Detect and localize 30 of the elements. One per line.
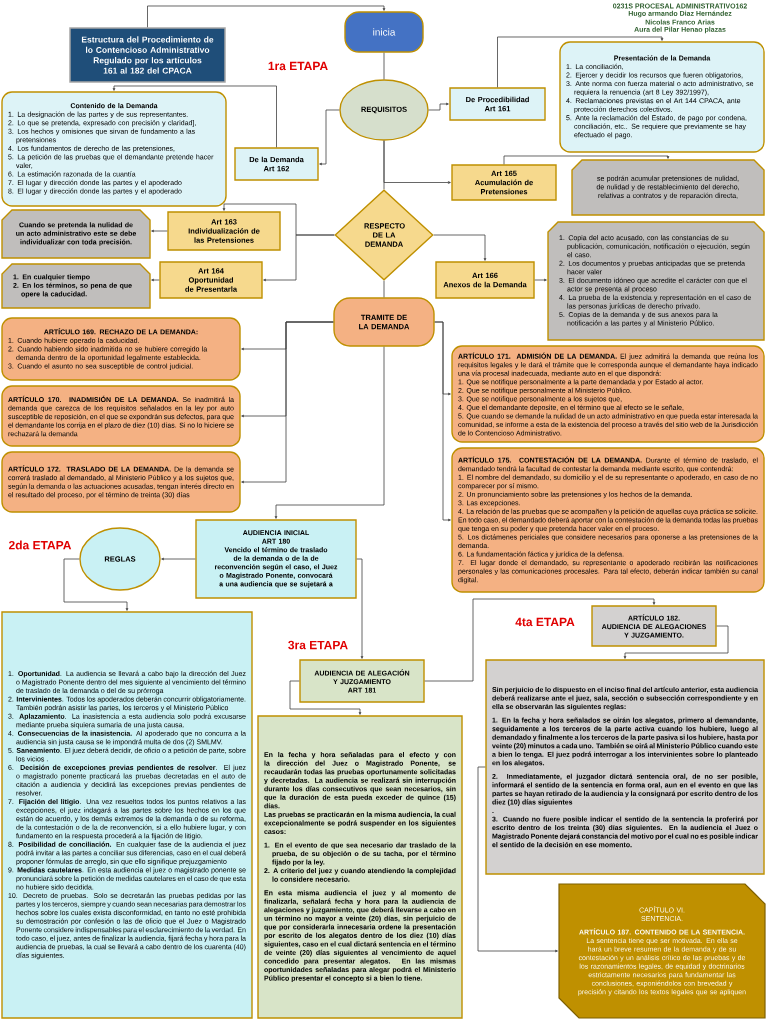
connector-line (383, 280, 385, 298)
arrow (503, 155, 670, 165)
arrow (161, 557, 196, 561)
stage-label: 1ra ETAPA (268, 61, 328, 71)
stage-label: 2da ETAPA (8, 540, 72, 550)
arrow (356, 558, 364, 659)
arrow (289, 680, 362, 715)
connector-line (383, 52, 385, 80)
arrow (151, 229, 168, 233)
stage-label: 4ta ETAPA (515, 617, 575, 627)
arrow (63, 558, 129, 611)
title-box: Estructura del Procedimiento de lo Contencioso Administrativo Regulado por los artículos 161 al 182 del CPACA (69, 27, 226, 83)
arrow (477, 766, 558, 953)
arrow (319, 109, 340, 166)
arrow (428, 102, 449, 111)
arrow (424, 598, 656, 682)
arrow (151, 278, 160, 282)
arrow (263, 234, 335, 282)
arrow (112, 85, 277, 148)
start-terminal: inicia (344, 11, 424, 53)
arrow (623, 625, 729, 659)
arrow (497, 36, 664, 88)
stage-label: 3ra ETAPA (288, 640, 348, 650)
arrow (434, 321, 451, 522)
arrow (383, 140, 451, 184)
arrow (274, 346, 385, 519)
arrow (241, 321, 334, 484)
arrow (534, 278, 547, 282)
arrow (433, 234, 487, 261)
arrow (147, 5, 386, 28)
